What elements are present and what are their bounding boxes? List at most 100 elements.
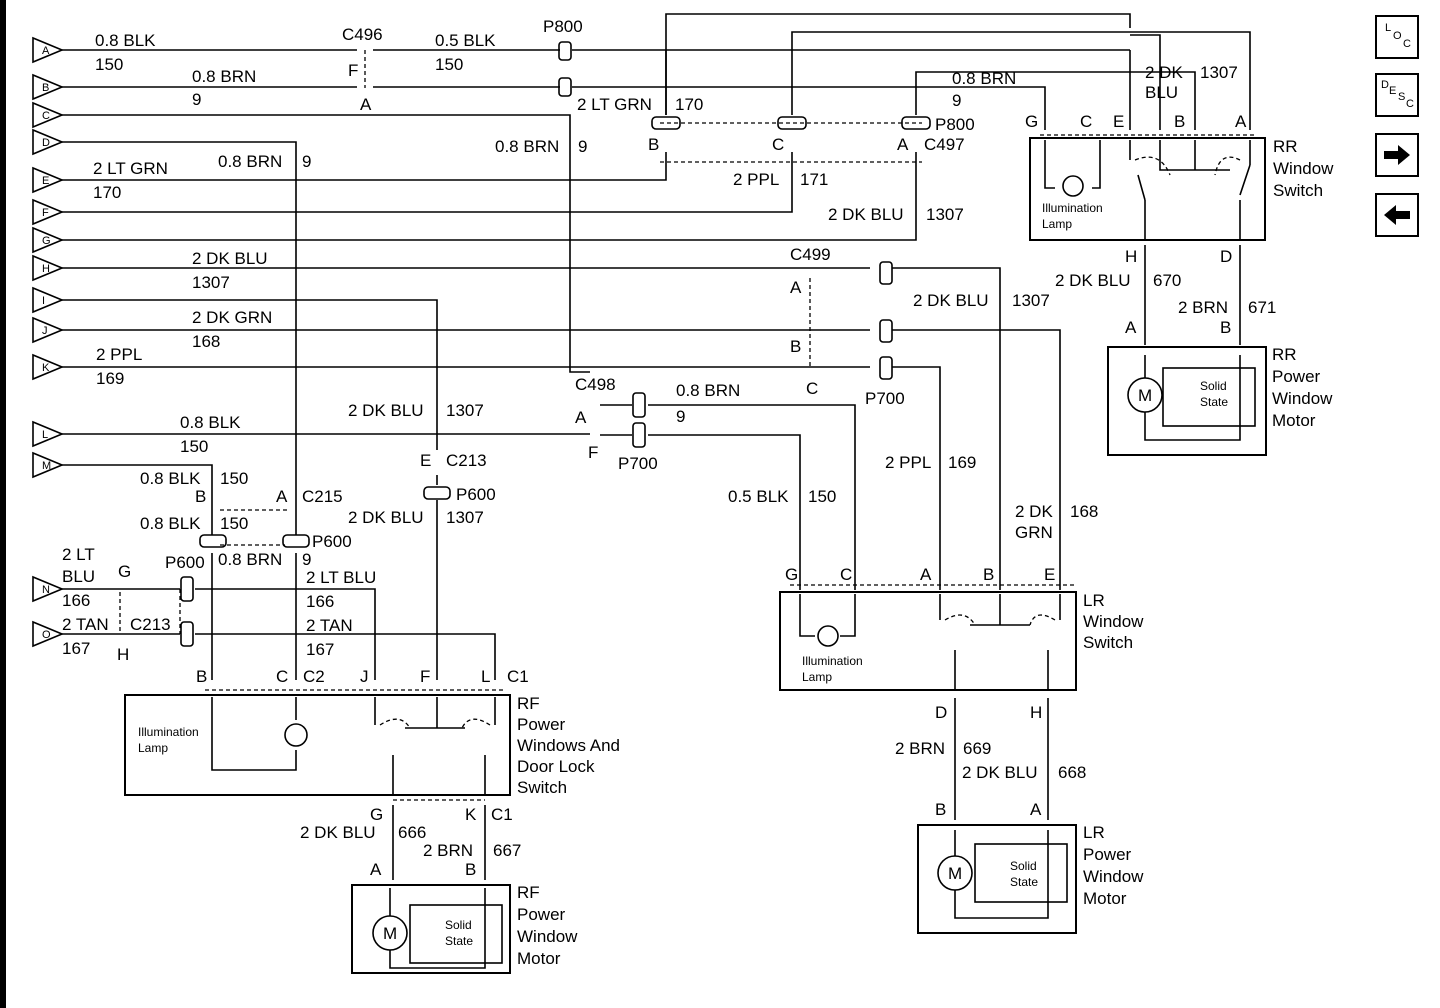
connector-l: L xyxy=(32,420,65,448)
diagram-label: J xyxy=(360,667,369,686)
diagram-label: L xyxy=(42,429,48,441)
diagram-label: 2 LT GRN xyxy=(577,95,652,114)
diagram-label: 667 xyxy=(493,841,521,860)
diagram-label: O xyxy=(42,629,51,641)
diagram-label: LR xyxy=(1083,823,1105,842)
diagram-label: C496 xyxy=(342,25,383,44)
inline-connectors xyxy=(180,41,931,647)
diagram-label: 666 xyxy=(398,823,426,842)
connector-j: J xyxy=(32,316,65,344)
diagram-label: Door Lock xyxy=(517,757,595,776)
diagram-label: Lamp xyxy=(1042,217,1072,231)
diagram-label: E xyxy=(42,175,49,187)
diagram-label: Illumination xyxy=(802,654,863,668)
diagram-label: 2 DK BLU xyxy=(1055,271,1131,290)
diagram-label: LR xyxy=(1083,591,1105,610)
p700-block-a xyxy=(632,392,646,418)
diagram-label: E xyxy=(1113,112,1124,131)
diagram-label: H xyxy=(1030,703,1042,722)
diagram-label: Illumination xyxy=(138,725,199,739)
diagram-label: 2 PPL xyxy=(733,170,779,189)
diagram-label: 166 xyxy=(306,592,334,611)
connector-k: K xyxy=(32,353,65,381)
diagram-label: 2 DK BLU xyxy=(913,291,989,310)
diagram-label: Windows And xyxy=(517,736,620,755)
diagram-label: K xyxy=(465,805,477,824)
diagram-label: Motor xyxy=(517,949,561,968)
c499-block-b xyxy=(879,319,893,343)
diagram-label: 150 xyxy=(220,514,248,533)
diagram-label: Switch xyxy=(1273,181,1323,200)
harness-connectors: A B C D E F G H I J K L M N O xyxy=(32,36,65,648)
diagram-label: 166 xyxy=(62,591,90,610)
diagram-label: Window xyxy=(1083,867,1144,886)
p600-block-b xyxy=(199,534,227,548)
previous-page-button[interactable] xyxy=(1375,193,1419,237)
diagram-label: C215 xyxy=(302,487,343,506)
connector-b: B xyxy=(32,73,65,101)
location-button[interactable]: L O C xyxy=(1375,15,1419,59)
diagram-label: BLU xyxy=(1145,83,1178,102)
diagram-label: A xyxy=(1030,800,1042,819)
diagram-label: D xyxy=(42,137,50,149)
p600-block-d xyxy=(180,576,194,602)
diagram-label: B xyxy=(195,487,206,506)
diagram-label: 9 xyxy=(578,137,587,156)
connector-d: D xyxy=(32,128,65,156)
diagram-label: A xyxy=(575,408,587,427)
diagram-label: H xyxy=(1125,247,1137,266)
diagram-label: D xyxy=(1220,247,1232,266)
diagram-label: 2 TAN xyxy=(306,616,353,635)
diagram-label: G xyxy=(370,805,383,824)
p700-block-b xyxy=(632,422,646,448)
description-button[interactable]: D E S C xyxy=(1375,73,1419,117)
p800-block-b xyxy=(558,77,572,97)
diagram-label: C213 xyxy=(446,451,487,470)
wires xyxy=(62,13,1255,880)
illumination-lamp-icon xyxy=(1062,175,1084,197)
diagram-label: 2 PPL xyxy=(885,453,931,472)
diagram-label: A xyxy=(360,95,372,114)
diagram-label: State xyxy=(1200,395,1228,409)
diagram-label: 150 xyxy=(180,437,208,456)
diagram-label: 150 xyxy=(435,55,463,74)
diagram-label: 169 xyxy=(948,453,976,472)
diagram-label: C498 xyxy=(575,375,616,394)
diagram-label: 0.8 BRN xyxy=(192,67,256,86)
diagram-label: 170 xyxy=(675,95,703,114)
diagram-label: C213 xyxy=(130,615,171,634)
diagram-label: 168 xyxy=(1070,502,1098,521)
diagram-label: Power xyxy=(517,905,566,924)
diagram-label: 2 BRN xyxy=(1178,298,1228,317)
diagram-label: M xyxy=(1138,386,1152,405)
diagram-label: Window xyxy=(517,927,578,946)
diagram-label: 9 xyxy=(302,550,311,569)
diagram-label: 1307 xyxy=(926,205,964,224)
diode-icon xyxy=(284,723,308,747)
diagram-label: C xyxy=(276,667,288,686)
p800-block-d xyxy=(777,116,807,130)
diagram-label: N xyxy=(42,584,50,596)
desc-letter: S xyxy=(1398,91,1406,103)
connector-c: C xyxy=(32,101,65,129)
diagram-label: J xyxy=(42,325,48,337)
diagram-label: B xyxy=(465,860,476,879)
connector-h: H xyxy=(32,254,65,282)
diagram-label: B xyxy=(790,337,801,356)
diagram-label: Illumination xyxy=(1042,201,1103,215)
diagram-label: 1307 xyxy=(192,273,230,292)
diagram-label: M xyxy=(948,864,962,883)
diagram-label: 167 xyxy=(306,640,334,659)
diagram-label: 2 DK BLU xyxy=(828,205,904,224)
desc-letter: D xyxy=(1381,79,1389,91)
diagram-label: G xyxy=(42,235,51,247)
diagram-label: State xyxy=(445,934,473,948)
loc-letter: C xyxy=(1403,38,1411,50)
illumination-lamp-icon xyxy=(817,625,839,647)
diagram-label: GRN xyxy=(1015,523,1053,542)
diagram-label: 171 xyxy=(800,170,828,189)
diagram-label: P700 xyxy=(618,454,658,473)
diagram-label: 2 DK GRN xyxy=(192,308,272,327)
next-page-button[interactable] xyxy=(1375,133,1419,177)
diagram-label: B xyxy=(1220,318,1231,337)
